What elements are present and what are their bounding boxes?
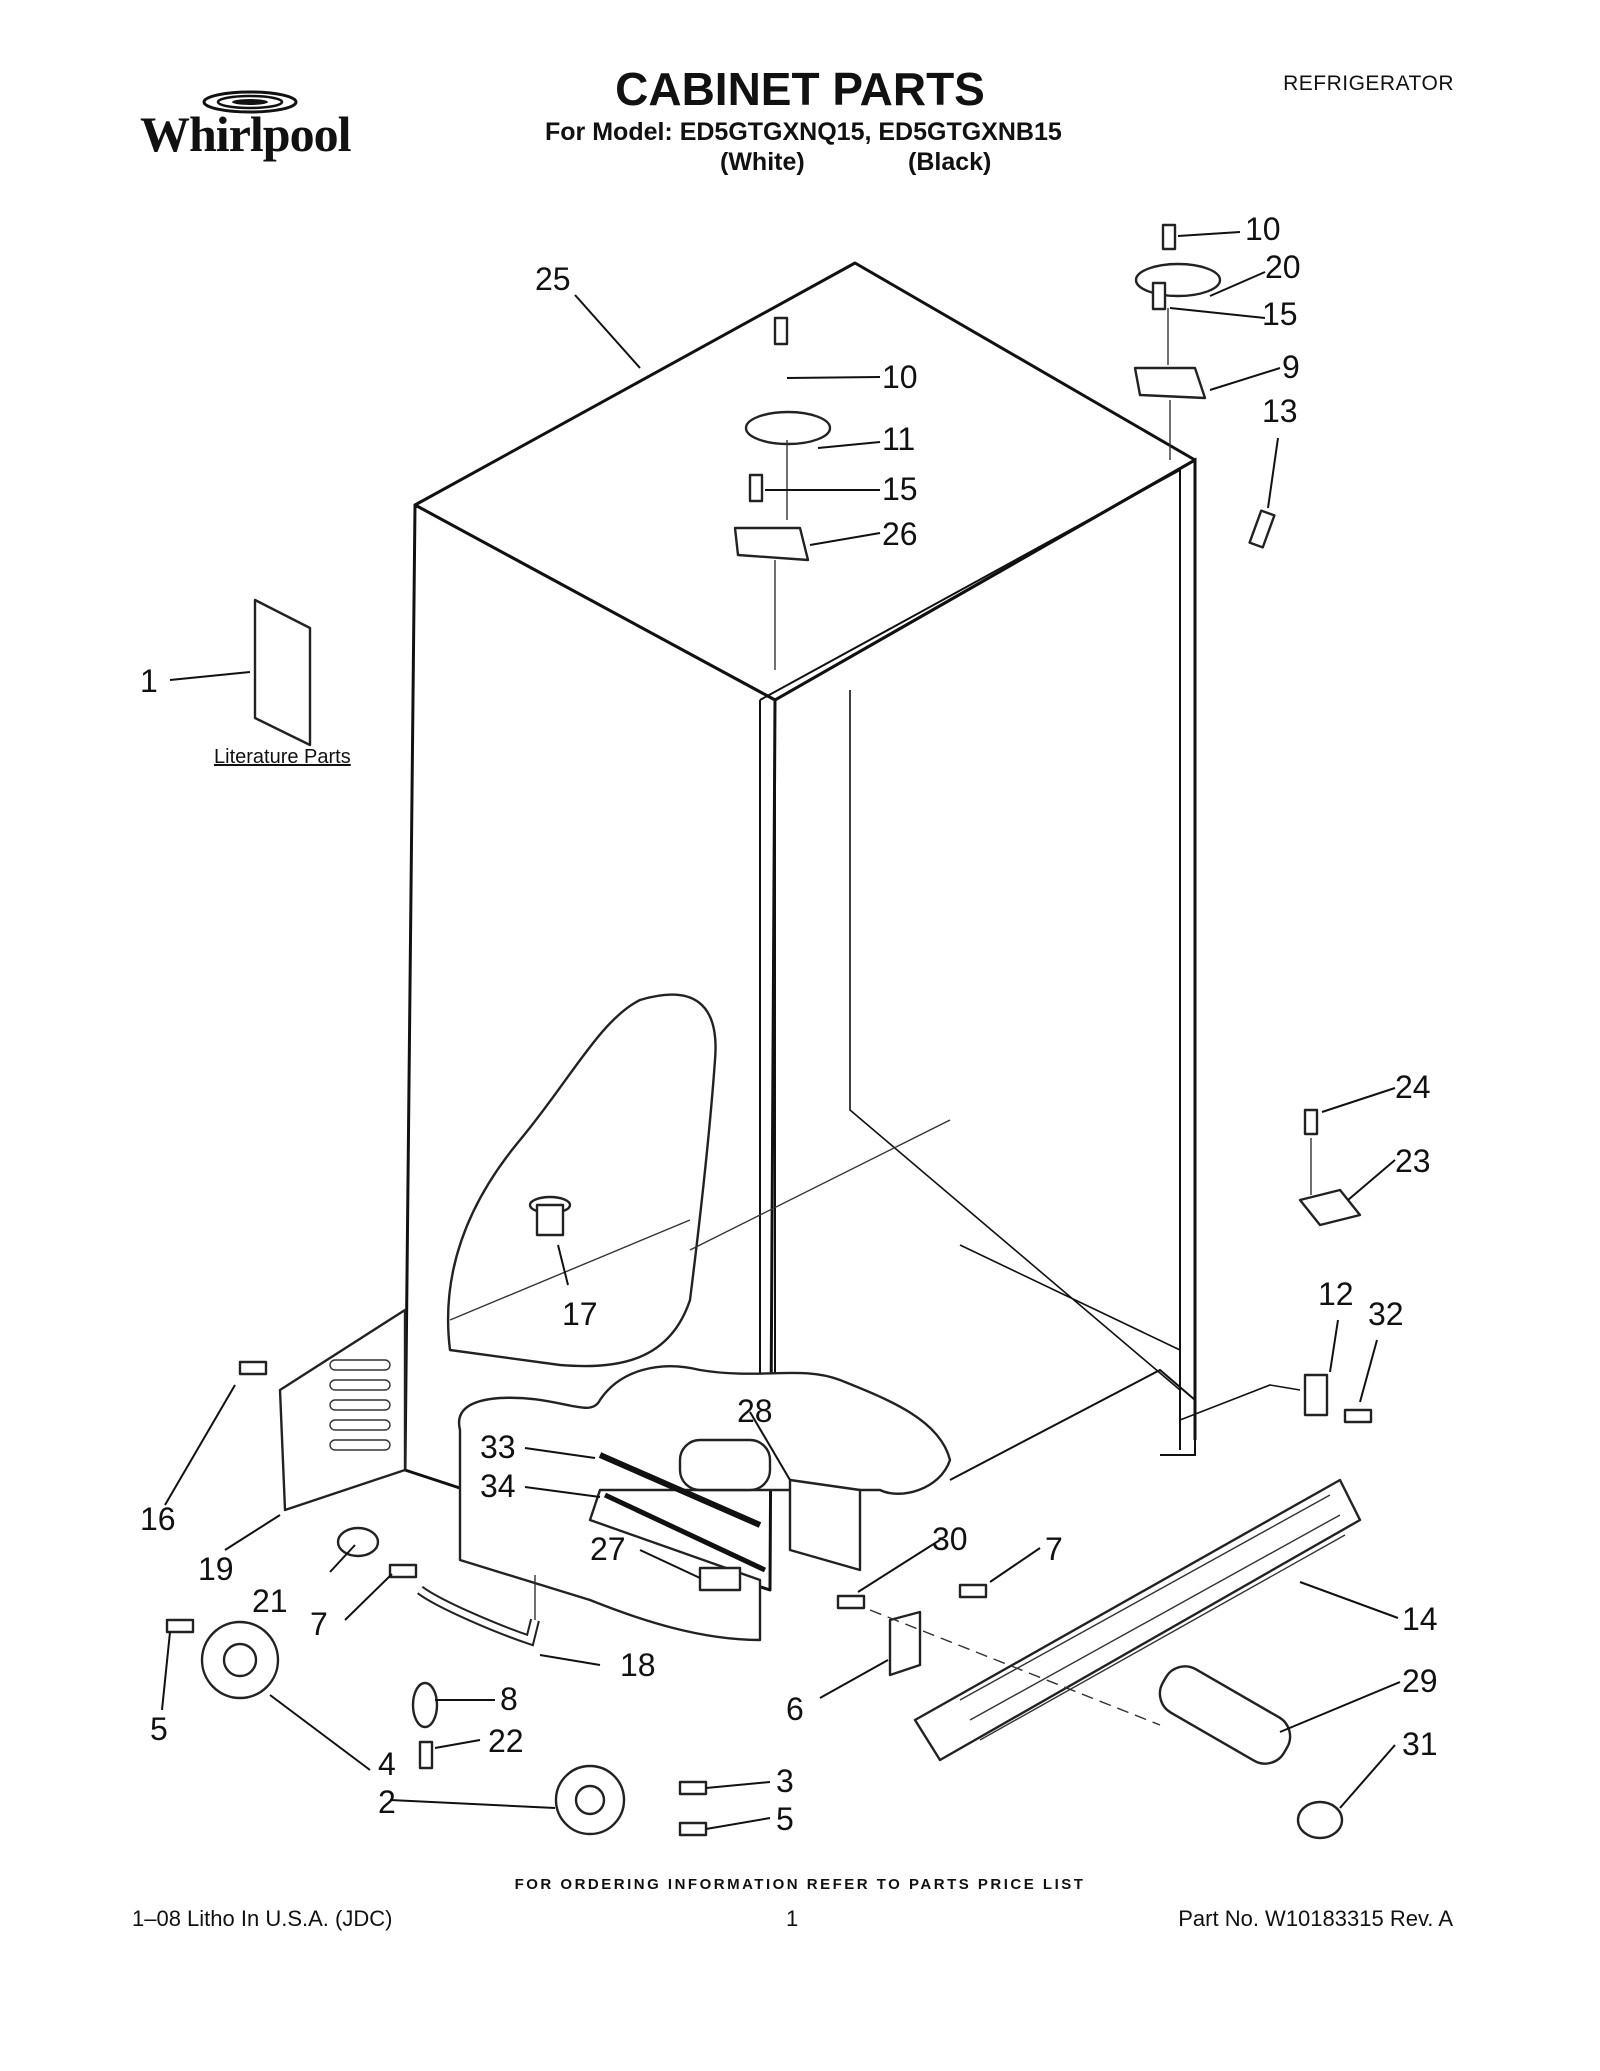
clip-27	[698, 1566, 742, 1592]
bracket-21	[336, 1526, 380, 1558]
litho-info: 1–08 Litho In U.S.A. (JDC)	[132, 1906, 393, 1931]
model-line: For Model: ED5GTGXNQ15, ED5GTGXNB15	[545, 118, 1062, 146]
callout-3: 3	[776, 1763, 794, 1799]
callout-25: 25	[535, 261, 571, 297]
callout-30: 30	[932, 1521, 968, 1557]
literature-booklet	[253, 598, 312, 747]
callout-14: 14	[1402, 1601, 1438, 1637]
callout-28: 28	[737, 1393, 773, 1429]
clamp-8	[411, 1681, 439, 1729]
callout-13: 13	[1262, 393, 1298, 429]
callout-22: 22	[488, 1723, 524, 1759]
callout-33: 33	[480, 1429, 516, 1465]
callout-numbers: 1 2 3 4 5 5 6 7 7 8 9 10 10 11 12 13 14 …	[140, 211, 1438, 1837]
hinge-cover-11	[744, 410, 832, 446]
callout-26: 26	[882, 516, 918, 552]
callout-4: 4	[378, 1746, 396, 1782]
hinge-26	[733, 526, 810, 562]
callout-7b: 7	[310, 1606, 328, 1642]
bracket-23	[1298, 1188, 1362, 1227]
cutaway-lower	[457, 1365, 952, 1642]
callout-18: 18	[620, 1647, 656, 1683]
callout-6: 6	[786, 1691, 804, 1727]
callout-17: 17	[562, 1296, 598, 1332]
callout-23: 23	[1395, 1143, 1431, 1179]
appliance-category: REFRIGERATOR	[1283, 72, 1454, 95]
screws	[165, 223, 1373, 1837]
cap-31	[1296, 1800, 1344, 1840]
leader-lines	[161, 231, 1401, 1830]
part-number: Part No. W10183315 Rev. A	[1178, 1906, 1453, 1931]
logo-swirl-icon	[202, 90, 298, 114]
callout-19: 19	[198, 1551, 234, 1587]
whirlpool-logo	[140, 60, 380, 170]
callout-10a: 10	[1245, 211, 1281, 247]
callout-11: 11	[882, 421, 915, 457]
callout-29: 29	[1402, 1663, 1438, 1699]
callout-16: 16	[140, 1501, 176, 1537]
cutaway-liner	[446, 993, 717, 1368]
callout-7a: 7	[1045, 1531, 1063, 1567]
page-title: CABINET PARTS	[615, 63, 985, 115]
variant-white: (White)	[720, 148, 805, 176]
callout-24: 24	[1395, 1069, 1431, 1105]
callout-10b: 10	[882, 359, 918, 395]
callout-12: 12	[1318, 1276, 1354, 1312]
brand-wordmark: Whirlpool	[140, 106, 351, 162]
callout-15a: 15	[1262, 296, 1298, 332]
grille-slots	[329, 1359, 391, 1451]
callout-2: 2	[378, 1784, 396, 1820]
callout-5a: 5	[150, 1711, 168, 1747]
callout-5b: 5	[776, 1801, 794, 1837]
hinge-cover-20	[1134, 262, 1222, 298]
callout-20: 20	[1265, 249, 1301, 285]
callout-1: 1	[140, 663, 158, 699]
callout-21: 21	[252, 1583, 288, 1619]
bracket-6	[888, 1610, 922, 1677]
callout-27: 27	[590, 1531, 626, 1567]
callout-34: 34	[480, 1468, 516, 1504]
callout-31: 31	[1402, 1726, 1438, 1762]
page-number: 1	[786, 1906, 799, 1931]
bracket-12	[1303, 1373, 1329, 1417]
ordering-note: FOR ORDERING INFORMATION REFER TO PARTS …	[514, 1876, 1086, 1893]
filter-housing-28	[678, 1438, 772, 1492]
hinge-9	[1133, 366, 1207, 400]
variant-black: (Black)	[908, 148, 992, 176]
callout-8: 8	[500, 1681, 518, 1717]
filter-29	[1158, 1665, 1292, 1765]
callout-32: 32	[1368, 1296, 1404, 1332]
callout-9: 9	[1282, 349, 1300, 385]
literature-parts-label: Literature Parts	[214, 746, 351, 768]
tube-13	[1248, 509, 1276, 549]
callout-15b: 15	[882, 471, 918, 507]
toe-grille-14	[913, 1478, 1362, 1762]
